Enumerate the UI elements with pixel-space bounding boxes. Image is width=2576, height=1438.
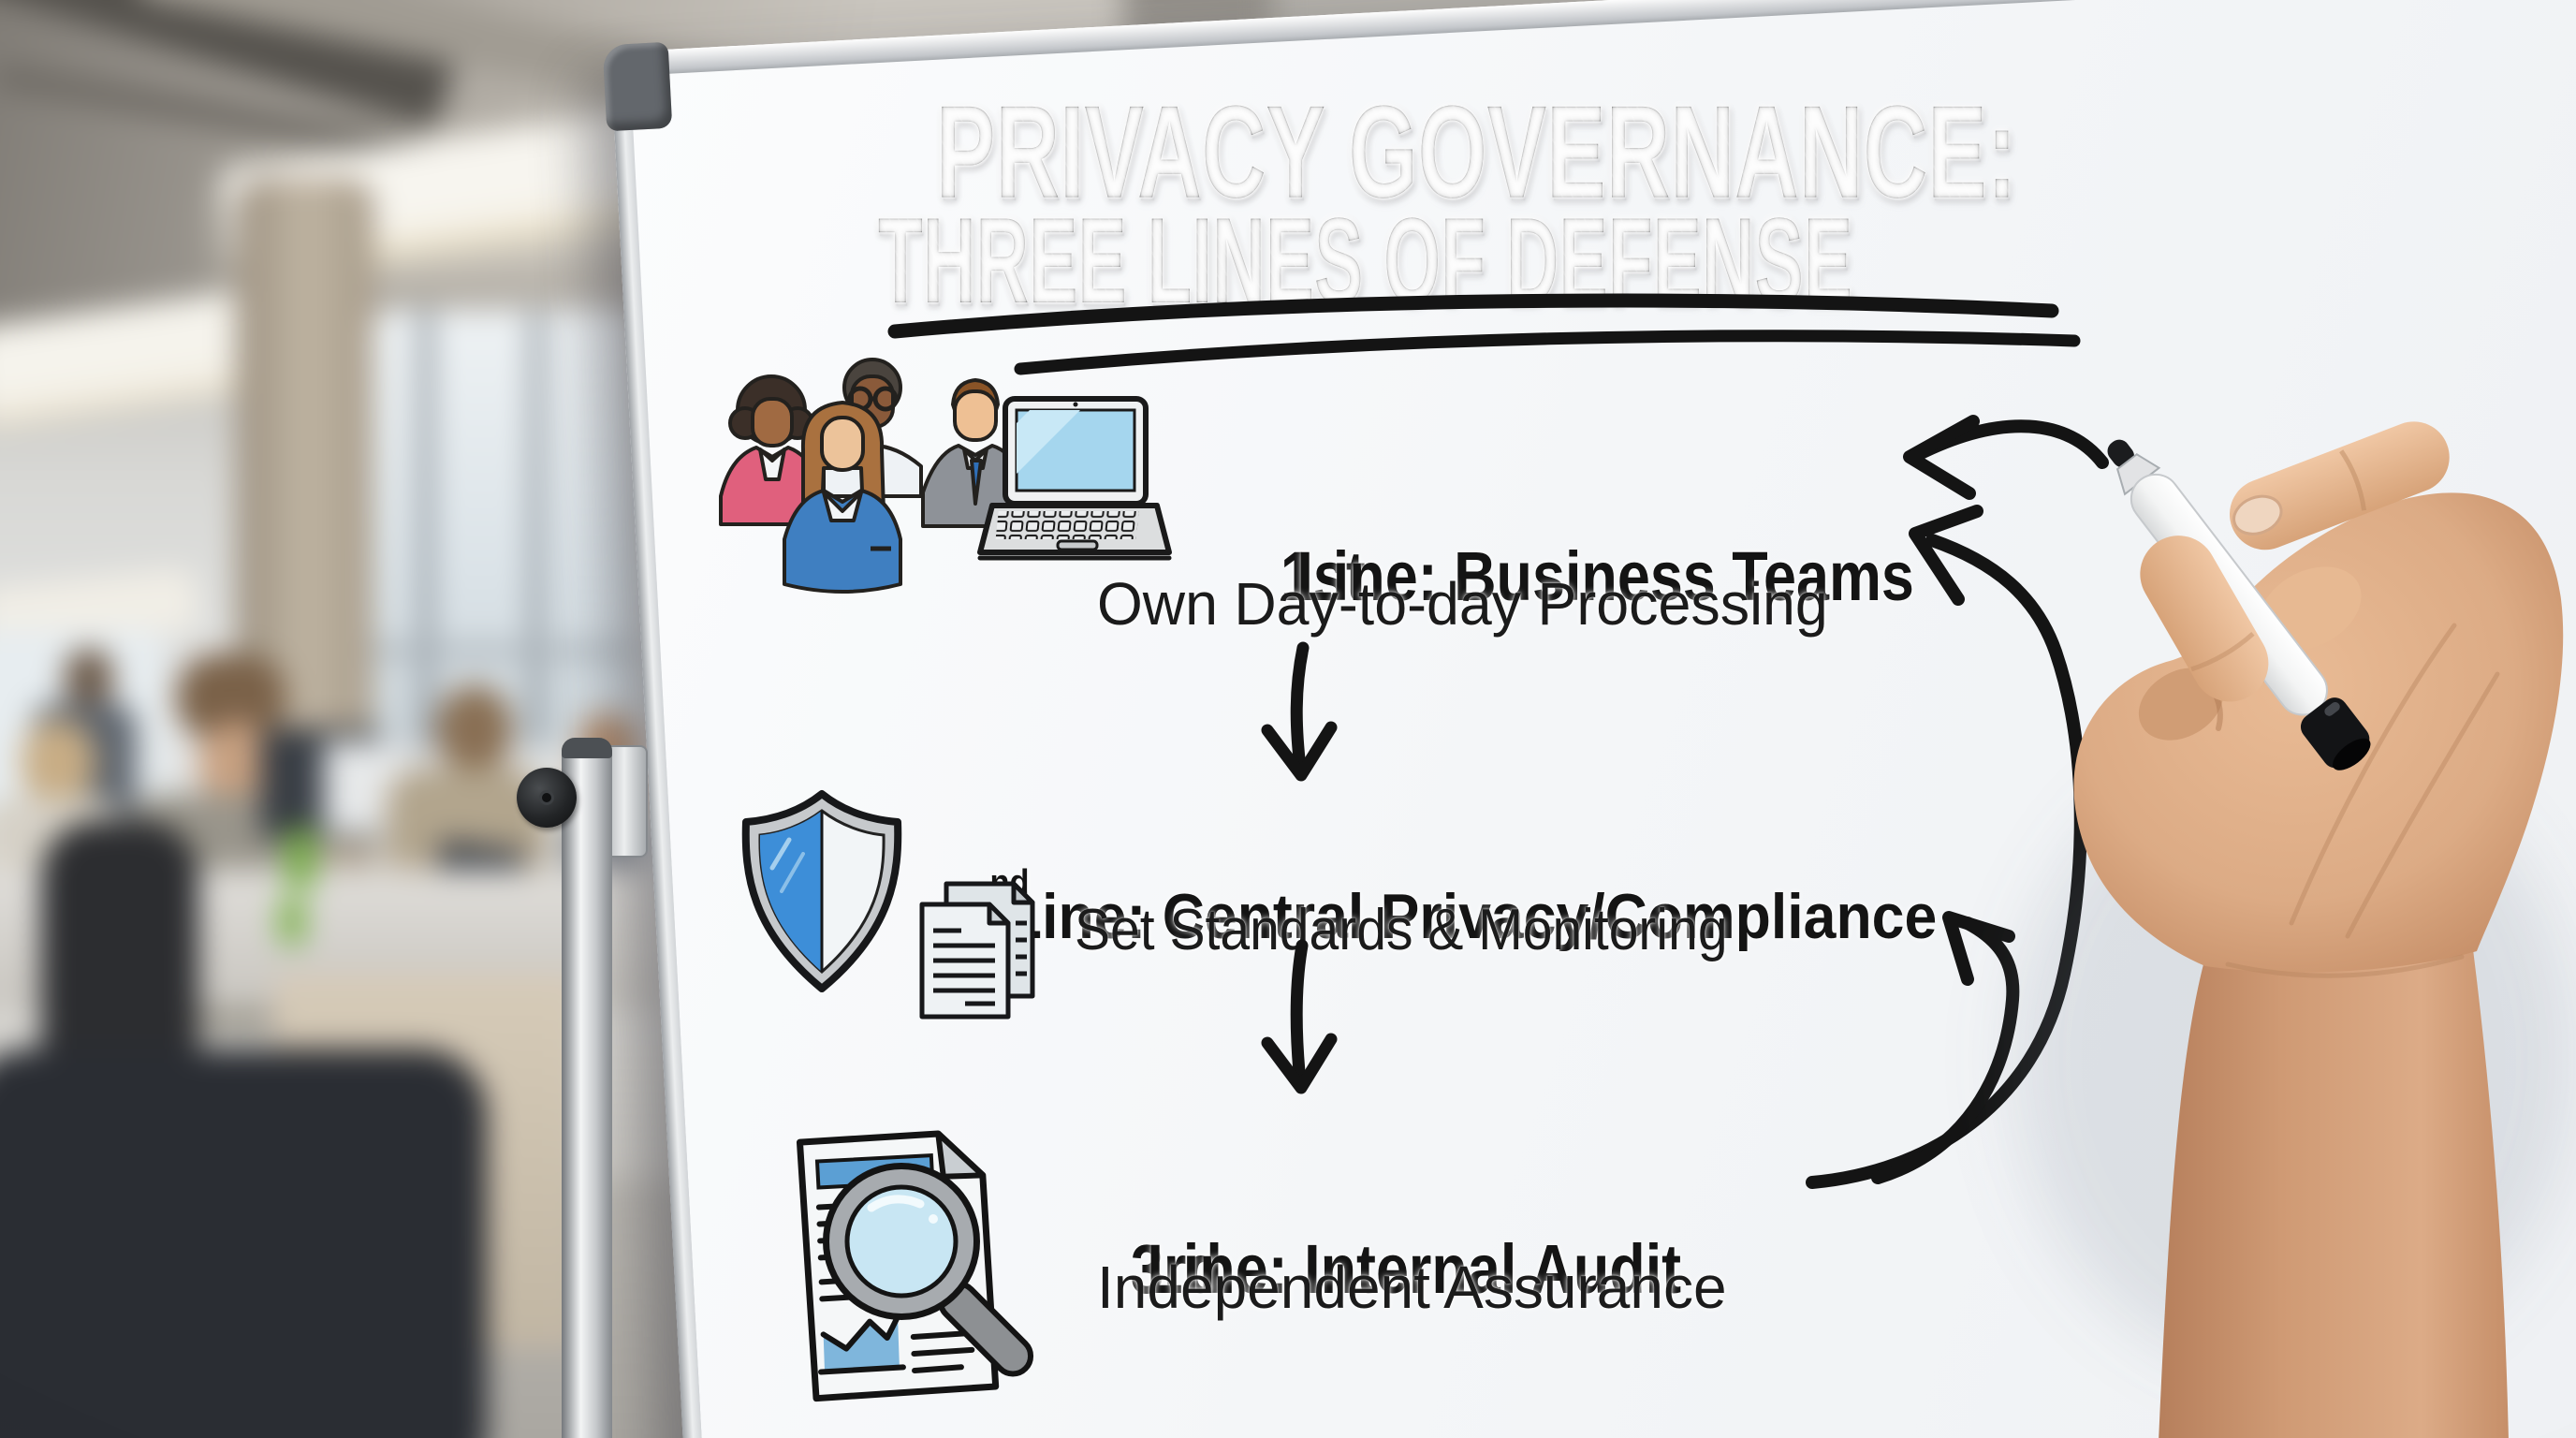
- green-bottle: [286, 828, 315, 889]
- window-mullion-2: [530, 309, 543, 749]
- window-sill: [373, 644, 637, 657]
- magnifier-icon: [823, 1163, 1034, 1377]
- line1-heading: 1st Line: Business Teams: [1215, 457, 1914, 696]
- seated-legs-dark: [0, 1049, 487, 1438]
- line2-subtext: Set Standards & Monitoring: [1075, 898, 1728, 962]
- shield-icon: [741, 790, 902, 992]
- line1-heading-prefix: 1st: [1280, 537, 1366, 615]
- stand-knob: [517, 768, 577, 828]
- line1-heading-rest: Line: Business Teams: [1280, 537, 1914, 615]
- whiteboard-corner-cap: [602, 41, 673, 132]
- standing-person-head: [64, 648, 114, 708]
- window-mullion-1: [419, 309, 432, 749]
- audit-report-icon: [796, 1130, 1034, 1402]
- line3-subtext: Independent Assurance: [1097, 1254, 1727, 1321]
- title-line-1: PRIVACY GOVERNANCE:: [936, 78, 2017, 226]
- khaki-person-head: [436, 685, 513, 774]
- blonde-person-head: [21, 719, 95, 805]
- green-bottle-2: [279, 897, 305, 946]
- whiteboard-stand-pole: [562, 738, 612, 1438]
- documents-icon: [919, 881, 1035, 1020]
- stand-knob-hub: [539, 790, 554, 805]
- line3-heading-rest: Line: Internal Audit: [1130, 1230, 1682, 1308]
- line1-subtext: Own Day-to-day Processing: [1097, 570, 1828, 638]
- line3-heading: 3rd Line: Internal Audit: [1065, 1150, 1681, 1388]
- line3-heading-prefix: 3rd: [1130, 1230, 1222, 1308]
- laptop-icon: [977, 396, 1172, 561]
- whiteboard-stand-pole-cap: [562, 738, 612, 758]
- title-line-2: THREE LINES OF DEFENSE: [878, 192, 1853, 329]
- team-icon: [719, 358, 1030, 594]
- window-right: [373, 309, 637, 749]
